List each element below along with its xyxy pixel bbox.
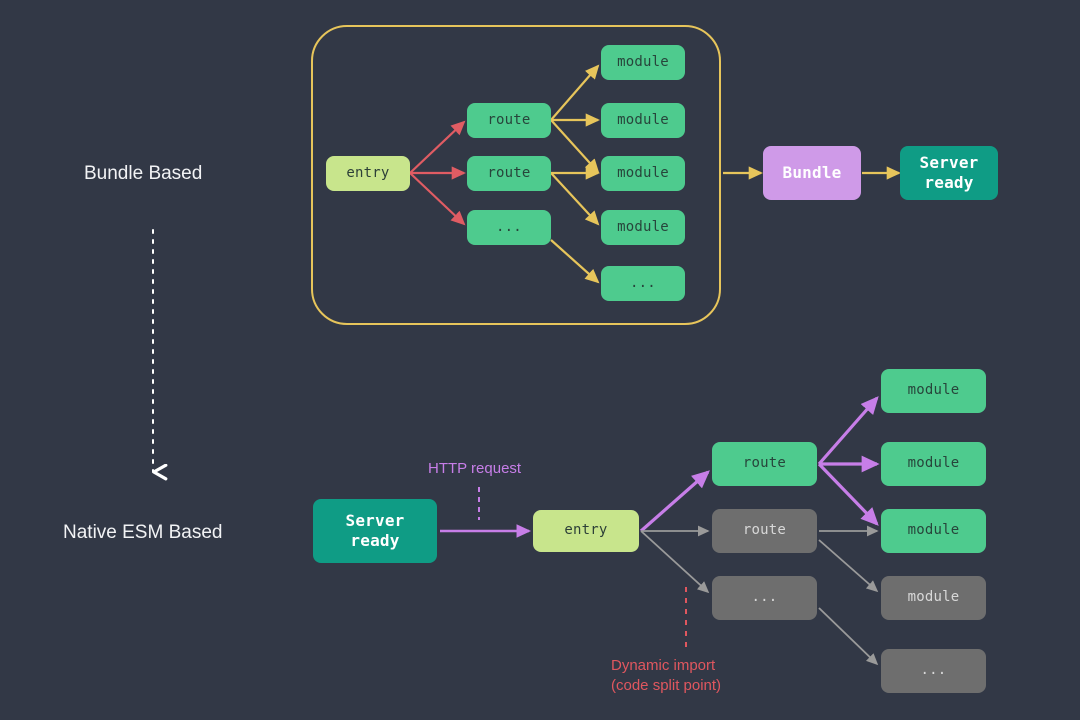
bundle-boundary-box xyxy=(311,25,721,325)
top-route-node-2[interactable]: route xyxy=(467,156,551,191)
bottom-routes-to-modules-edges xyxy=(817,396,880,666)
bottom-entry-node[interactable]: entry xyxy=(533,510,639,552)
bottom-route-node-2[interactable]: route xyxy=(712,509,817,553)
section-label-bundle-based: Bundle Based xyxy=(84,163,203,184)
bottom-module-node-2[interactable]: module xyxy=(881,442,986,486)
top-entry-node[interactable]: entry xyxy=(326,156,410,191)
bottom-route-node-3[interactable]: ... xyxy=(712,576,817,620)
top-route-node-3[interactable]: ... xyxy=(467,210,551,245)
bottom-module-node-5[interactable]: ... xyxy=(881,649,986,693)
bottom-route-node-1[interactable]: route xyxy=(712,442,817,486)
top-module-node-5[interactable]: ... xyxy=(601,266,685,301)
annotation-http-request: HTTP request xyxy=(428,460,522,477)
bundle-node[interactable]: Bundle xyxy=(763,146,861,200)
bottom-module-node-1[interactable]: module xyxy=(881,369,986,413)
top-route-node-1[interactable]: route xyxy=(467,103,551,138)
bottom-http-request-edge xyxy=(440,487,532,538)
top-module-node-1[interactable]: module xyxy=(601,45,685,80)
top-module-node-3[interactable]: module xyxy=(601,156,685,191)
bottom-server-ready-node[interactable]: Server ready xyxy=(313,499,437,563)
top-server-ready-node[interactable]: Server ready xyxy=(900,146,998,200)
section-label-native-esm-based: Native ESM Based xyxy=(63,522,223,543)
top-module-node-2[interactable]: module xyxy=(601,103,685,138)
bottom-module-node-3[interactable]: module xyxy=(881,509,986,553)
top-module-node-4[interactable]: module xyxy=(601,210,685,245)
bottom-module-node-4[interactable]: module xyxy=(881,576,986,620)
annotation-dynamic-import: Dynamic import (code split point) xyxy=(611,657,722,695)
bottom-entry-to-routes-edges xyxy=(639,470,710,594)
